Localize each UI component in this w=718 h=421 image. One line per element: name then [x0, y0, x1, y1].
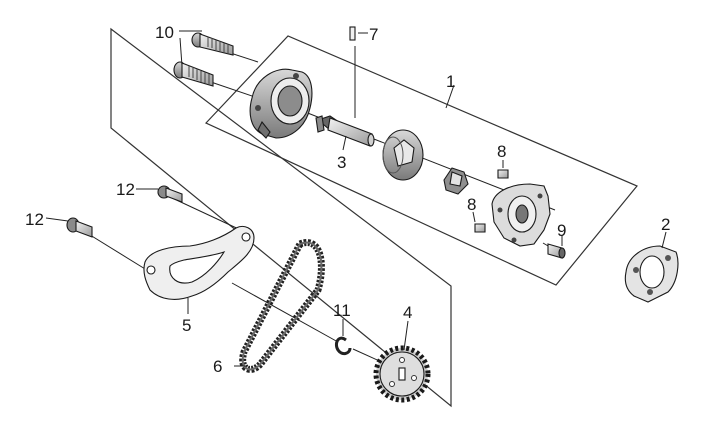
dowel-pin-lower-icon	[474, 223, 486, 233]
sprocket-icon	[373, 345, 431, 403]
oil-pump-body-icon	[249, 68, 313, 139]
pin-icon	[349, 26, 356, 41]
lower-assembly-frame	[110, 27, 452, 408]
callout-8-lower: 8	[467, 195, 476, 214]
inner-rotor-icon	[443, 167, 469, 195]
callout-8-upper: 8	[497, 142, 506, 161]
callout-12-upper: 12	[116, 180, 135, 199]
outer-rotor-icon	[382, 129, 424, 181]
long-bolt-lower-icon	[173, 61, 214, 87]
pump-cover-icon	[491, 183, 551, 247]
pump-shaft-icon	[315, 115, 375, 147]
screw-icon	[547, 243, 566, 259]
circlip-icon	[334, 336, 352, 356]
callout-12-lower: 12	[25, 210, 44, 229]
gasket-icon	[624, 245, 679, 303]
short-bolt-lower-icon	[66, 217, 93, 238]
chain-guide-icon	[143, 225, 255, 300]
drive-chain-icon	[239, 239, 325, 373]
pump-assembly-frame	[204, 35, 638, 286]
callout-7: 7	[369, 25, 378, 44]
assembly-axes	[81, 47, 556, 369]
callout-6: 6	[213, 357, 222, 376]
short-bolt-upper-icon	[157, 185, 183, 203]
long-bolt-upper-icon	[191, 32, 234, 56]
callout-2: 2	[661, 215, 670, 234]
callout-11: 11	[333, 301, 351, 320]
callout-9: 9	[557, 221, 566, 240]
callout-4: 4	[403, 303, 412, 322]
callout-5: 5	[182, 316, 191, 335]
callout-10: 10	[155, 23, 174, 42]
callout-1: 1	[446, 72, 455, 91]
callout-3: 3	[337, 153, 346, 172]
dowel-pin-upper-icon	[497, 169, 509, 179]
leader-lines	[45, 30, 667, 367]
